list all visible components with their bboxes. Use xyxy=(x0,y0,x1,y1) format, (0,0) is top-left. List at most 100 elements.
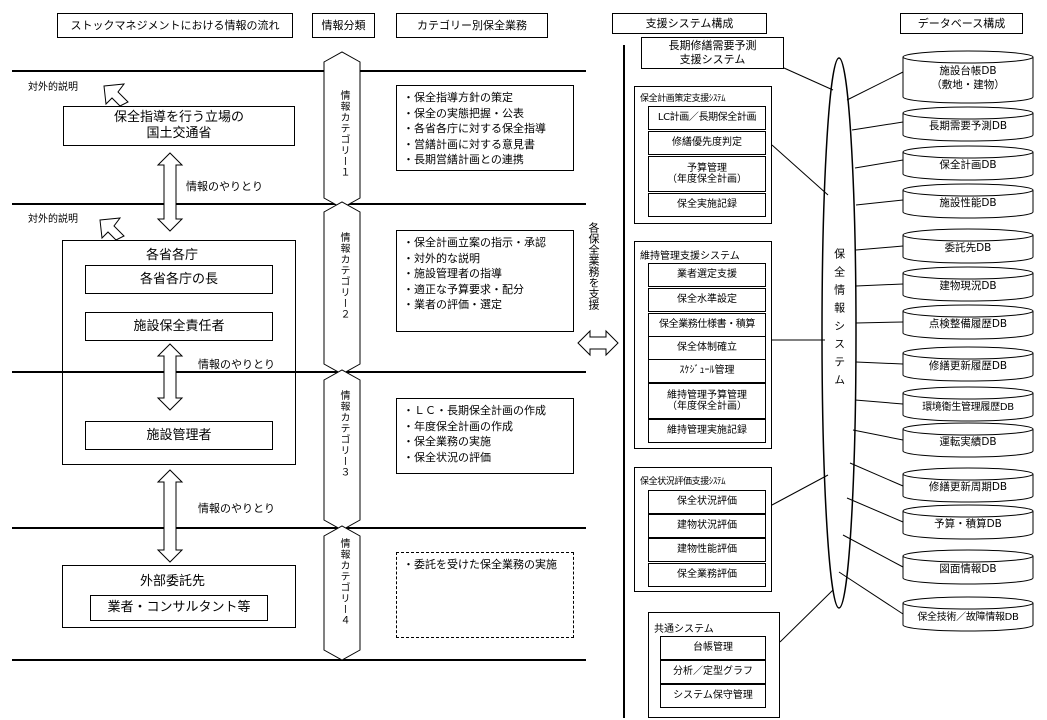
longterm-system-box: 長期修繕需要予測 支援システム xyxy=(641,37,784,69)
db-label: 予算・積算DB xyxy=(934,518,1002,530)
contractors-box: 業者・コンサルタント等 xyxy=(90,595,268,621)
header-category-tasks: カテゴリー別保全業務 xyxy=(396,13,548,38)
db-label: 修繕更新履歴DB xyxy=(928,360,1008,372)
header-classification: 情報分類 xyxy=(312,13,375,38)
task-item: ・保全計画立案の指示・承認 xyxy=(403,236,546,249)
common-item: 台帳管理 xyxy=(660,636,766,660)
common-item-label: 台帳管理 xyxy=(693,642,733,654)
longterm-line1: 長期修繕需要予測 xyxy=(668,38,757,52)
plan-system-title: 保全計画策定支援ｼｽﾃﾑ xyxy=(640,94,726,104)
db-name: 施設台帳DB xyxy=(939,65,997,77)
tasks-cat2: ・保全計画立案の指示・承認 ・対外的な説明 ・施設管理者の指導 ・適正な予算要求… xyxy=(396,230,574,332)
maint-item-label: 保全体制確立 xyxy=(677,342,737,354)
plan-item-label: LC計画／長期保全計画 xyxy=(657,112,757,124)
task-item: ・年度保全計画の作成 xyxy=(403,419,513,433)
maint-item-label: ｽｹｼﾞｭｰﾙ管理 xyxy=(679,365,735,377)
plan-item: 保全実施記録 xyxy=(648,193,766,217)
maint-item: 維持管理予算管理 （年度保全計画） xyxy=(648,383,766,419)
task-item: ・保全業務の実施 xyxy=(403,435,491,448)
db-label: 運転実績DB xyxy=(939,436,997,448)
tasks-cat4: ・委託を受けた保全業務の実施 xyxy=(396,552,574,638)
task-item: ・施設管理者の指導 xyxy=(403,267,502,280)
plan-item: 予算管理 （年度保全計画） xyxy=(648,156,766,192)
db-label: 修繕更新周期DB xyxy=(928,481,1008,493)
db-label: 長期需要予測DB xyxy=(928,120,1008,132)
plan-item: 修繕優先度判定 xyxy=(648,131,766,155)
header-classification-label: 情報分類 xyxy=(321,18,366,32)
common-system-frame xyxy=(648,612,780,718)
header-support-system: 支援システム構成 xyxy=(612,13,767,34)
common-item: システム保守管理 xyxy=(660,684,766,708)
info-system-label: 保全情報システム xyxy=(832,248,846,392)
header-database-label: データベース構成 xyxy=(917,16,1006,30)
eval-item: 保全業務評価 xyxy=(648,563,766,587)
exchange-label-2: 情報のやりとり xyxy=(198,358,275,371)
db-label: 図面情報DB xyxy=(939,563,997,575)
plan-item: LC計画／長期保全計画 xyxy=(648,106,766,130)
task-item: ・ＬＣ・長期保全計画の作成 xyxy=(403,404,546,417)
plan-item-label: 修繕優先度判定 xyxy=(672,137,742,149)
contractors-label: 業者・コンサルタント等 xyxy=(107,600,251,616)
outsourcee-title: 外部委託先 xyxy=(140,574,206,589)
plan-item-label: 保全実施記録 xyxy=(677,199,737,211)
maint-item: 維持管理実施記録 xyxy=(648,419,766,443)
mlit-line1: 保全指導を行う立場の xyxy=(113,110,244,126)
db-label: 施設性能DB xyxy=(939,197,997,209)
task-item: ・保全状況の評価 xyxy=(403,450,491,464)
task-item: ・委託を受けた保全業務の実施 xyxy=(403,558,557,571)
longterm-line2: 支援システム xyxy=(679,53,746,66)
maint-item-label: （年度保全計画） xyxy=(667,401,747,412)
plan-item-label: 予算管理 xyxy=(687,162,727,174)
maint-item: 業者選定支援 xyxy=(648,263,766,287)
category-bars xyxy=(323,51,361,661)
common-item: 分析／定型グラフ xyxy=(660,660,766,684)
task-item: ・各省各庁に対する保全指導 xyxy=(403,122,546,135)
ministry-head-box: 各省各庁の長 xyxy=(85,265,273,294)
mlit-box: 保全指導を行う立場の 国土交通省 xyxy=(63,106,295,146)
ministries-frame xyxy=(62,240,296,465)
facility-manager-box: 施設管理者 xyxy=(85,421,273,450)
category-2-label: 情報カテゴリー２ xyxy=(338,232,349,320)
db-label: 環境衛生管理履歴DB xyxy=(922,402,1014,413)
db-label: 委託先DB xyxy=(944,242,992,254)
exchange-arrows xyxy=(156,152,184,563)
external-explanation-2: 対外的説明 xyxy=(28,214,78,225)
task-item: ・保全指導方針の策定 xyxy=(403,91,513,104)
maint-item-label: 業者選定支援 xyxy=(677,269,737,281)
eval-item: 建物状況評価 xyxy=(648,514,766,538)
ministry-head-label: 各省各庁の長 xyxy=(139,271,218,287)
support-label: 各保全業務を支援 xyxy=(587,222,600,310)
db-label: 建物現況DB xyxy=(939,280,997,292)
support-arrow xyxy=(577,329,619,357)
header-database: データベース構成 xyxy=(900,13,1023,34)
category-1-label: 情報カテゴリー１ xyxy=(338,90,349,178)
header-flow-label: ストックマネジメントにおける情報の流れ xyxy=(70,18,280,32)
maint-system-title: 維持管理支援システム xyxy=(640,251,740,262)
task-item: ・業者の評価・選定 xyxy=(403,298,502,311)
db-label: 保全計画DB xyxy=(939,159,997,171)
mlit-line2: 国土交通省 xyxy=(146,126,212,141)
info-system-label-box: 保全情報システム xyxy=(828,210,850,430)
db-cylinders xyxy=(902,50,1034,632)
exchange-label-1: 情報のやりとり xyxy=(186,180,263,193)
tasks-cat1: ・保全指導方針の策定 ・保全の実態把握・公表 ・各省各庁に対する保全指導 ・営繕… xyxy=(396,85,574,171)
category-4-label: 情報カテゴリー４ xyxy=(338,538,349,626)
header-flow: ストックマネジメントにおける情報の流れ xyxy=(57,13,293,38)
task-item: ・適正な予算要求・配分 xyxy=(403,282,524,296)
facility-manager-label: 施設管理者 xyxy=(146,427,212,443)
plan-system-frame xyxy=(634,86,772,224)
maint-item-label: 保全水準設定 xyxy=(677,294,737,306)
eval-item-label: 建物状況評価 xyxy=(677,520,737,532)
task-item: ・保全の実態把握・公表 xyxy=(403,106,524,120)
maint-item: 保全業務仕様書・積算 xyxy=(648,313,766,337)
maint-item-label: 維持管理予算管理 xyxy=(667,389,747,401)
db-subname: （敷地・建物） xyxy=(931,79,1005,91)
db-label: 点検整備履歴DB xyxy=(928,318,1008,330)
header-category-tasks-label: カテゴリー別保全業務 xyxy=(417,18,527,32)
task-item: ・営繕計画に対する意見書 xyxy=(403,137,535,151)
eval-system-frame xyxy=(634,467,772,592)
header-support-system-label: 支援システム構成 xyxy=(645,16,734,30)
eval-item-label: 保全業務評価 xyxy=(677,569,737,581)
eval-system-title: 保全状況評価支援ｼｽﾃﾑ xyxy=(640,477,726,487)
